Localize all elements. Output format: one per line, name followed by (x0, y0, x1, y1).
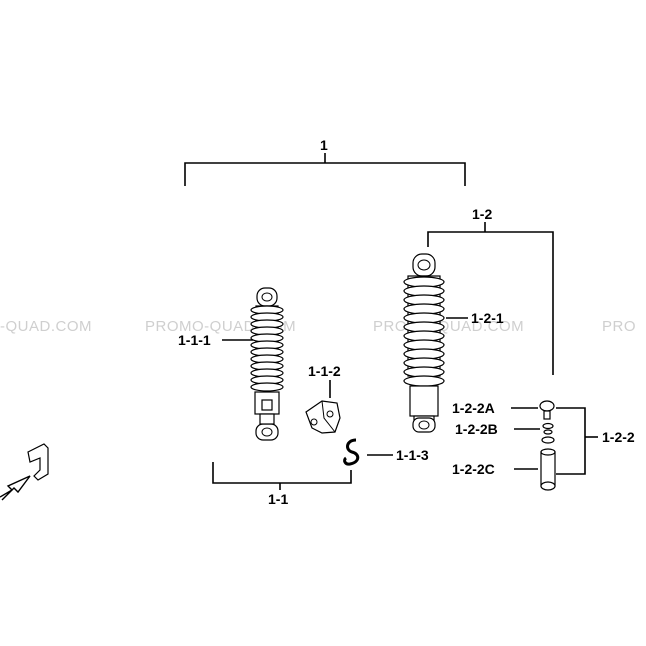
bracket-line-1 (184, 162, 466, 186)
adjuster-kit-parts (539, 400, 556, 491)
bracket-line-1-1 (212, 462, 352, 484)
adjuster-b-washer-1 (542, 422, 554, 430)
label-1-1: 1-1 (268, 491, 288, 507)
adjuster-c-body (540, 451, 556, 487)
adjuster-a-knob (539, 400, 555, 412)
mount-bracket-fold (321, 400, 336, 433)
adjuster-c-top (540, 448, 556, 456)
label-1-1-3: 1-1-3 (396, 447, 429, 463)
rear-shock-absorber (403, 253, 445, 433)
adjuster-c-bottom (540, 481, 556, 491)
mount-bracket-hole-1 (310, 418, 318, 426)
bracket-line-1-2 (427, 231, 554, 375)
mount-bracket-hole-2 (326, 410, 334, 418)
label-1-1-1: 1-1-1 (178, 332, 211, 348)
bracket-rear-shock: 1-2 (427, 206, 554, 375)
bracket-assembly-1: 1 (184, 137, 466, 186)
watermark-segment-1: -QUAD.COM (0, 318, 92, 335)
label-1-2-2A: 1-2-2A (452, 400, 495, 416)
adjuster-b-washer-3 (541, 436, 555, 444)
front-shock-bottom-eye-hole (261, 427, 273, 437)
adjuster-b-washer-2 (543, 429, 553, 435)
rear-coil-12 (403, 375, 445, 387)
front-shock-bottom-eye (255, 423, 279, 441)
arrow-icon-pointer (0, 475, 31, 501)
mount-bracket-part (305, 400, 341, 434)
label-1-2: 1-2 (472, 206, 492, 222)
rear-shock-lower-body (409, 385, 439, 417)
adjuster-a-stem (543, 410, 551, 420)
label-1-2-2C: 1-2-2C (452, 461, 495, 477)
label-1-2-1: 1-2-1 (471, 310, 504, 326)
arrow-icon-block (27, 443, 49, 481)
front-shock-top-eye-hole (261, 292, 273, 302)
label-1: 1 (320, 137, 328, 153)
rear-shock-bottom-eye-hole (418, 420, 430, 430)
bracket-front-shock: 1-1 (212, 462, 352, 507)
front-shock-absorber (250, 287, 284, 441)
label-1-1-2: 1-1-2 (308, 363, 341, 379)
spring-clip-shape (343, 438, 360, 466)
front-shock-bottom-neck (259, 413, 275, 425)
watermark-segment-4: PRO (602, 318, 636, 335)
rear-shock-spring (403, 275, 445, 387)
label-1-2-2B: 1-2-2B (455, 421, 498, 437)
bracket-line-1-2-2 (556, 407, 586, 475)
rear-shock-bottom-eye (412, 417, 436, 433)
coil-12 (250, 382, 284, 392)
rear-shock-top-eye-hole (417, 259, 431, 271)
rear-shock-top-eye (412, 253, 436, 277)
front-shock-lower-slot (261, 399, 273, 411)
label-1-2-2: 1-2-2 (602, 429, 635, 445)
arrow-icon (0, 443, 49, 501)
front-shock-top-eye (256, 287, 278, 307)
spring-clip-part (343, 438, 360, 466)
front-shock-spring (250, 305, 284, 392)
watermark: -QUAD.COM PROMO-QUAD.COM PROMO-QUAD.COM … (0, 318, 636, 335)
